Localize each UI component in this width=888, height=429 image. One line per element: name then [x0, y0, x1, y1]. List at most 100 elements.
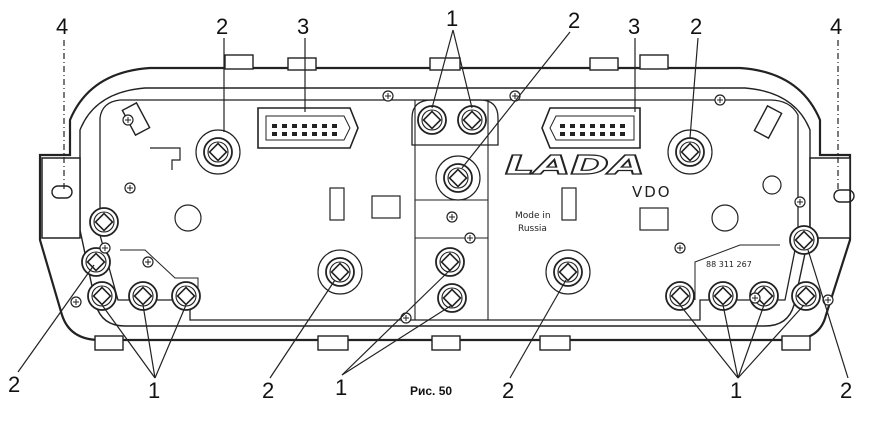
- connector-pin: [332, 124, 337, 128]
- screw: [794, 196, 806, 208]
- callout-2: 2: [568, 8, 580, 33]
- bulb-socket: [791, 281, 821, 311]
- connector-pin: [322, 124, 327, 128]
- screw: [446, 211, 458, 223]
- connector-pin: [292, 124, 297, 128]
- gauge-stud: [667, 129, 713, 175]
- board-cutout: [371, 195, 401, 219]
- connector-pin: [570, 132, 575, 136]
- connector-pin: [620, 124, 625, 128]
- board-outline-bracket: [150, 147, 181, 170]
- callout-1: 1: [335, 375, 347, 400]
- connector-pin: [282, 124, 287, 128]
- gauge-stud: [789, 225, 819, 255]
- connector-pin: [272, 132, 277, 136]
- gauge-stud: [81, 247, 111, 277]
- screw: [714, 94, 726, 106]
- part-number-label: 88 311 267: [706, 260, 752, 269]
- connector-pin: [560, 124, 565, 128]
- connector-pin: [272, 124, 277, 128]
- bulb-sockets: [81, 105, 821, 313]
- bulb-socket: [435, 247, 465, 277]
- screw: [99, 242, 111, 254]
- mounting-ear-right-slot: [833, 189, 855, 203]
- callout-1: 1: [148, 378, 160, 403]
- screw: [464, 232, 476, 244]
- connector-pin: [580, 124, 585, 128]
- connector-pin: [610, 132, 615, 136]
- leader-lines: [17, 29, 849, 379]
- connector-pin: [590, 132, 595, 136]
- board-cutout: [639, 207, 669, 231]
- housing-clip: [94, 335, 124, 351]
- board-cutout: [329, 187, 345, 221]
- callouts: 4 2 3 1 2 3 2 4 2 1 2 1 2 1 2: [8, 6, 852, 403]
- connector-pin: [570, 124, 575, 128]
- housing-clip: [753, 104, 783, 140]
- housing-clip: [639, 54, 669, 70]
- connector-pins: [272, 124, 625, 136]
- mounting-ear-right: [809, 157, 851, 239]
- connector-pin: [292, 132, 297, 136]
- lada-logo: LADA: [505, 151, 645, 181]
- connector-pin: [302, 124, 307, 128]
- housing-clip: [781, 335, 811, 351]
- callout-1: 1: [730, 378, 742, 403]
- housing-clip: [431, 335, 461, 351]
- housing-clip: [287, 57, 317, 71]
- callout-2: 2: [8, 372, 20, 397]
- board-hole: [711, 204, 739, 232]
- housing-clip: [224, 54, 254, 70]
- gauge-stud: [435, 155, 481, 201]
- connector-left: [257, 107, 359, 149]
- circuit-board: [99, 99, 799, 321]
- screw: [382, 90, 394, 102]
- board-partition: [414, 100, 489, 320]
- connector-pin: [620, 132, 625, 136]
- screw: [822, 294, 834, 306]
- screw: [122, 114, 134, 126]
- bulb-recess-top: [411, 99, 499, 146]
- housing-clip: [317, 335, 349, 351]
- bulb-socket: [665, 281, 695, 311]
- screw: [142, 256, 154, 268]
- gauge-stud: [89, 207, 119, 237]
- callout-4: 4: [830, 14, 842, 39]
- callout-2: 2: [690, 14, 702, 39]
- connector-pin: [580, 132, 585, 136]
- bulb-socket: [417, 105, 447, 135]
- board-screws: [70, 90, 834, 324]
- gauge-stud: [545, 249, 591, 295]
- origin-label-line1: Mode in: [515, 211, 551, 221]
- origin-label-line2: Russia: [518, 224, 547, 234]
- callout-2: 2: [502, 378, 514, 403]
- board-outline-left: [120, 249, 199, 300]
- callout-2: 2: [262, 378, 274, 403]
- gauge-stud: [195, 129, 241, 175]
- callout-3: 3: [297, 14, 309, 39]
- vdo-logo: VDO: [632, 183, 672, 201]
- screw: [674, 242, 686, 254]
- callout-4: 4: [56, 14, 68, 39]
- bulb-socket: [437, 283, 467, 313]
- connector-pin: [600, 132, 605, 136]
- connector-pin: [282, 132, 287, 136]
- bulb-socket: [128, 281, 158, 311]
- connector-pin: [312, 132, 317, 136]
- board-hole: [762, 175, 782, 195]
- callout-3: 3: [628, 14, 640, 39]
- screw: [749, 292, 761, 304]
- figure-caption: Рис. 50: [410, 384, 452, 398]
- connector-pin: [590, 124, 595, 128]
- connector-pin: [322, 132, 327, 136]
- connector-pin: [302, 132, 307, 136]
- board-hole: [174, 204, 202, 232]
- bulb-socket: [457, 105, 487, 135]
- screw: [70, 296, 82, 308]
- connector-pin: [332, 132, 337, 136]
- connector-pin: [560, 132, 565, 136]
- screw: [124, 182, 136, 194]
- callout-1: 1: [446, 6, 458, 31]
